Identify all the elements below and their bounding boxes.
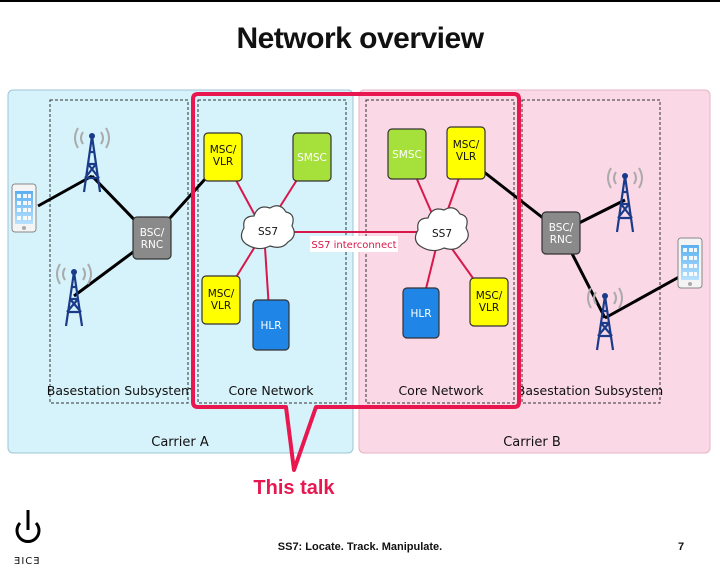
hlr-b-node: HLR bbox=[402, 287, 440, 339]
svg-text:SS7: SS7 bbox=[432, 228, 452, 240]
msc-vlr-b1-node: MSC/VLR bbox=[446, 126, 486, 180]
bsc-rnc-a-line1: BSC/ bbox=[140, 227, 165, 239]
this-talk-label: This talk bbox=[253, 477, 335, 499]
this-talk-highlight bbox=[191, 92, 521, 472]
bss-box-b bbox=[521, 99, 661, 404]
svg-text:SS7: SS7 bbox=[258, 226, 278, 238]
phone-a-icon bbox=[11, 183, 37, 233]
svg-text:BSC/RNC: BSC/RNC bbox=[549, 222, 574, 246]
ss7-cloud-a: SS7 bbox=[240, 205, 295, 250]
cell-tower-icon bbox=[74, 127, 110, 193]
svg-text:MSC/VLR: MSC/VLR bbox=[208, 288, 235, 312]
msc-vlr-a1-node: MSC/VLR bbox=[203, 132, 243, 182]
carrier-b-panel bbox=[358, 89, 711, 454]
msc-vlr-b2-node: MSC/VLR bbox=[469, 277, 509, 327]
bsc-rnc-a-node: BSC/RNC bbox=[132, 216, 172, 260]
bss-label-a: Basestation Subsystem bbox=[47, 383, 193, 398]
svg-text:MSC/VLR: MSC/VLR bbox=[476, 290, 503, 314]
link-tower-phone-b bbox=[604, 270, 689, 320]
core-box-a bbox=[197, 99, 347, 404]
page-number: 7 bbox=[678, 541, 685, 553]
ss7-cloud-b: SS7 bbox=[414, 207, 469, 252]
interconnect-label: SS7 interconnect bbox=[311, 240, 396, 251]
smsc-a-node: SMSC bbox=[292, 132, 332, 182]
phone-b-icon bbox=[677, 237, 703, 289]
cell-tower-icon bbox=[56, 263, 92, 327]
power-logo-icon bbox=[15, 510, 41, 543]
core-label-b: Core Network bbox=[398, 383, 484, 398]
bss-box-a bbox=[49, 99, 189, 404]
interconnect-label-bg bbox=[310, 236, 398, 252]
bss-label-b: Basestation Subsystem bbox=[517, 383, 663, 398]
svg-text:SMSC: SMSC bbox=[297, 152, 327, 164]
svg-text:SMSC: SMSC bbox=[392, 149, 422, 161]
slide-title: Network overview bbox=[236, 22, 484, 55]
smsc-b-node: SMSC bbox=[387, 128, 427, 180]
svg-text:MSC/VLR: MSC/VLR bbox=[453, 139, 480, 163]
carrier-a-panel bbox=[7, 89, 354, 454]
svg-text:HLR: HLR bbox=[410, 308, 431, 320]
msc-vlr-a2-node: MSC/VLR bbox=[201, 275, 241, 325]
cell-tower-icon bbox=[607, 167, 643, 233]
core-label-a: Core Network bbox=[228, 383, 314, 398]
top-rule bbox=[0, 0, 720, 2]
svg-text:MSC/VLR: MSC/VLR bbox=[210, 144, 237, 168]
svg-text:BSC/RNC: BSC/RNC bbox=[140, 227, 165, 251]
hlr-a-node: HLR bbox=[252, 299, 290, 351]
slide-footer: SS7: Locate. Track. Manipulate. bbox=[277, 541, 443, 553]
carrier-b-label: Carrier B bbox=[503, 435, 561, 450]
link-phone-tower-a bbox=[37, 174, 93, 208]
svg-text:HLR: HLR bbox=[260, 320, 281, 332]
bsc-rnc-b-node: BSC/RNC bbox=[541, 211, 581, 255]
carrier-a-label: Carrier A bbox=[151, 435, 209, 450]
logo-text: ƎICƎ bbox=[14, 556, 41, 567]
cell-tower-icon bbox=[587, 287, 623, 351]
